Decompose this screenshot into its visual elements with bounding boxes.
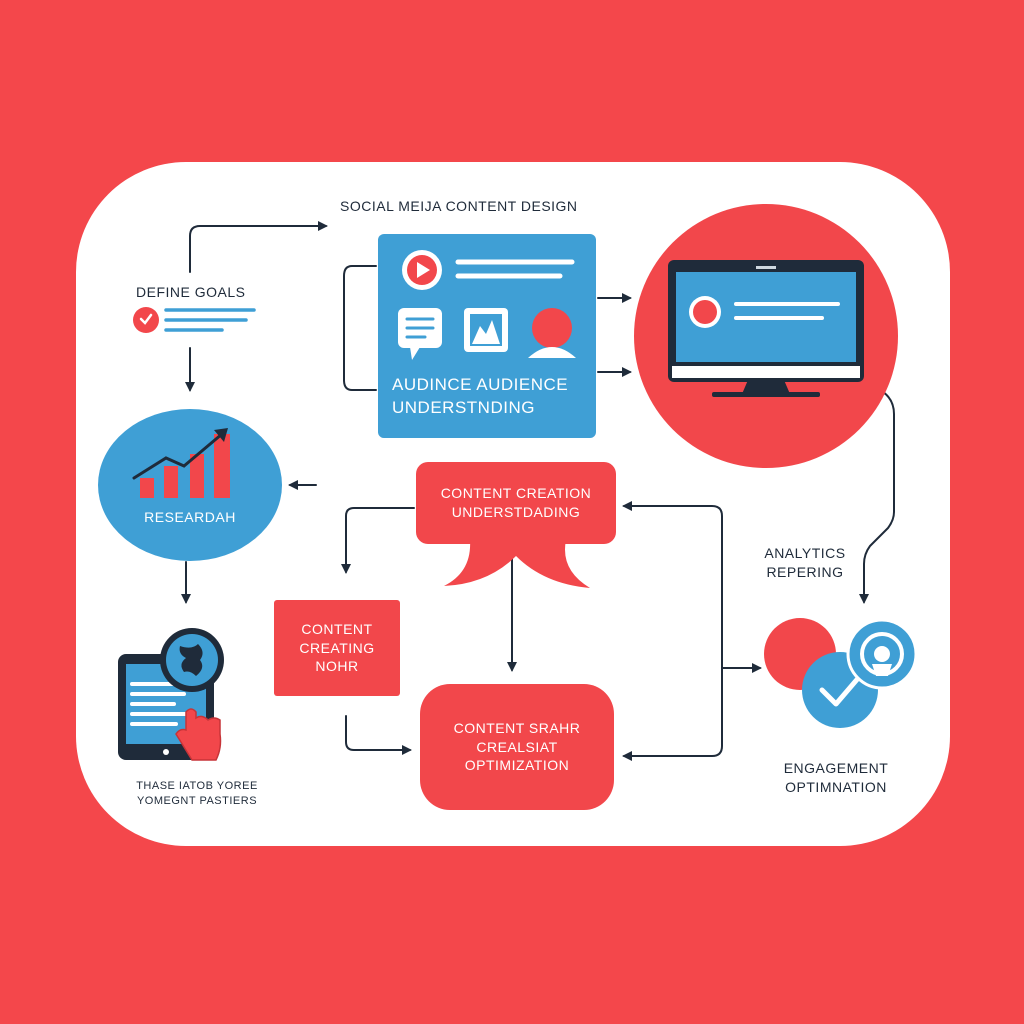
monitor-icon bbox=[668, 260, 864, 397]
arrow-creation-to-left bbox=[341, 507, 415, 574]
analytics-line2: REPERING bbox=[766, 564, 844, 580]
content-optimization-label: CONTENT SRAHR CREALSIAT OPTIMIZATION bbox=[420, 684, 614, 810]
arrow-creating-to-optimization bbox=[345, 715, 412, 755]
tablet-caption-line2: YOMEGNT PASTIERS bbox=[136, 795, 258, 807]
research-text: RESEARDAH bbox=[144, 508, 236, 525]
diagram-title: SOCIAL MEIJA CONTENT DESIGN bbox=[340, 198, 578, 214]
content-optimization-box bbox=[420, 684, 614, 810]
content-optimization-line1: CONTENT SRAHR bbox=[453, 719, 581, 736]
content-creating-label: CONTENT CREATING NOHR bbox=[274, 600, 400, 696]
tablet-caption: THASE IATOB YOREE YOMEGNT PASTIERS bbox=[112, 776, 282, 812]
analytics-line1: ANALYTICS bbox=[764, 545, 846, 562]
arrow-goals-to-title bbox=[189, 221, 328, 273]
engagement-line1: ENGAGEMENT bbox=[783, 760, 889, 777]
image-icon bbox=[464, 308, 508, 352]
arrow-right-loop-down bbox=[622, 659, 723, 761]
tablet-caption-line1: THASE IATOB YOREE bbox=[136, 780, 258, 793]
content-creation-line2: UNDERSTDADING bbox=[451, 504, 581, 520]
content-optimization-line2: CREALSIAT bbox=[476, 738, 558, 755]
content-creation-bubble bbox=[416, 462, 616, 588]
content-creating-line2: CREATING bbox=[299, 639, 375, 656]
bar-chart-icon bbox=[132, 428, 230, 498]
analytics-label: ANALYTICS REPERING bbox=[740, 540, 870, 586]
define-goals-label: DEFINE GOALS bbox=[136, 284, 246, 300]
arrow-monitor-to-engagement bbox=[859, 389, 895, 604]
content-creation-label: CONTENT CREATION UNDERSTDADING bbox=[416, 476, 616, 530]
content-creating-line3: NOHR bbox=[315, 658, 359, 675]
target-icon bbox=[846, 618, 918, 690]
content-creating-line1: CONTENT bbox=[301, 620, 373, 637]
arrow-right-loop-up bbox=[622, 501, 723, 661]
user-icon bbox=[528, 308, 576, 358]
audience-label-line1: AUDINCE AUDIENCE bbox=[392, 375, 569, 394]
engagement-line2: OPTIMNATION bbox=[785, 779, 887, 795]
content-creation-line1: CONTENT CREATION bbox=[440, 485, 592, 502]
research-label: RESEARDAH bbox=[110, 506, 270, 528]
engagement-label: ENGAGEMENT OPTIMNATION bbox=[766, 758, 906, 798]
audience-label-line2: UNDERSTNDING bbox=[392, 397, 535, 417]
chat-icon bbox=[398, 308, 442, 360]
audience-loop-bracket bbox=[343, 265, 377, 391]
goals-list-graphic bbox=[133, 307, 256, 333]
content-creating-box bbox=[274, 600, 400, 696]
audience-panel-label: AUDINCE AUDIENCE UNDERSTNDING bbox=[380, 374, 594, 420]
globe-icon bbox=[160, 628, 224, 692]
content-optimization-line3: OPTIMIZATION bbox=[464, 757, 570, 774]
pointer-hand-icon bbox=[175, 708, 222, 761]
